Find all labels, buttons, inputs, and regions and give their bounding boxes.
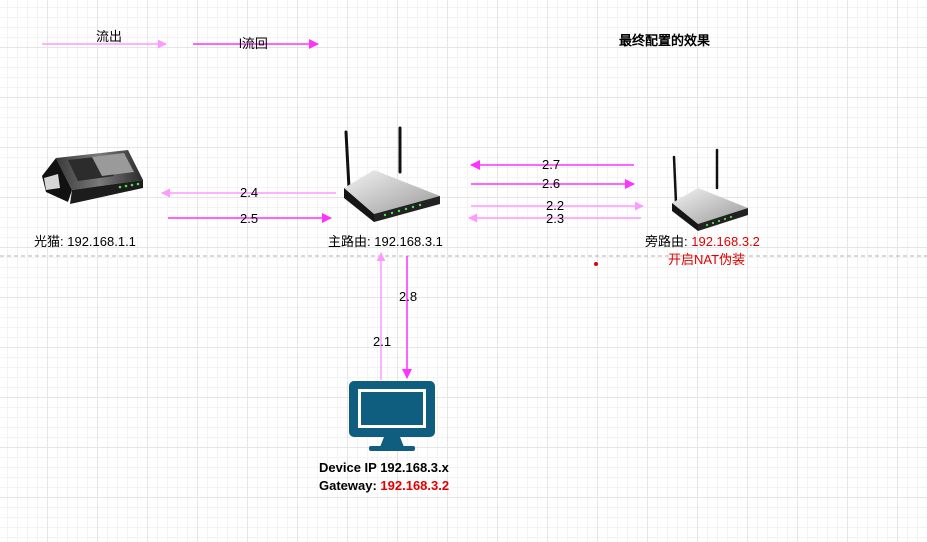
modem-icon[interactable]	[42, 150, 143, 204]
legend-back-label: l流回	[239, 36, 268, 51]
step-label-2-1: 2.1	[373, 334, 392, 349]
device-gateway-label: Gateway: 192.168.3.2	[319, 478, 450, 493]
step-label-2-4: 2.4	[240, 185, 259, 200]
step-label-2-8: 2.8	[399, 289, 418, 304]
device-gateway-ip: 192.168.3.2	[380, 478, 450, 493]
side-router-ip: 192.168.3.2	[691, 234, 760, 249]
step-label-2-5: 2.5	[240, 211, 259, 226]
step-label-2-6: 2.6	[542, 176, 561, 191]
side-router-label: 旁路由: 192.168.3.2	[645, 234, 760, 249]
marker-dot	[594, 262, 598, 266]
modem-label: 光猫: 192.168.1.1	[34, 234, 136, 249]
side-router-note: 开启NAT伪装	[668, 252, 746, 267]
step-label-2-3: 2.3	[546, 211, 565, 226]
step-label-2-7: 2.7	[542, 157, 561, 172]
step-label-2-2: 2.2	[546, 198, 565, 213]
device-ip-label: Device IP 192.168.3.x	[319, 460, 449, 475]
legend-out-label: 流出	[96, 29, 123, 44]
main-router-label: 主路由: 192.168.3.1	[328, 234, 443, 249]
wireless-router-icon[interactable]	[672, 148, 748, 231]
diagram-title: 最终配置的效果	[619, 33, 711, 48]
monitor-icon[interactable]	[349, 381, 435, 451]
wireless-router-icon[interactable]	[344, 126, 440, 222]
